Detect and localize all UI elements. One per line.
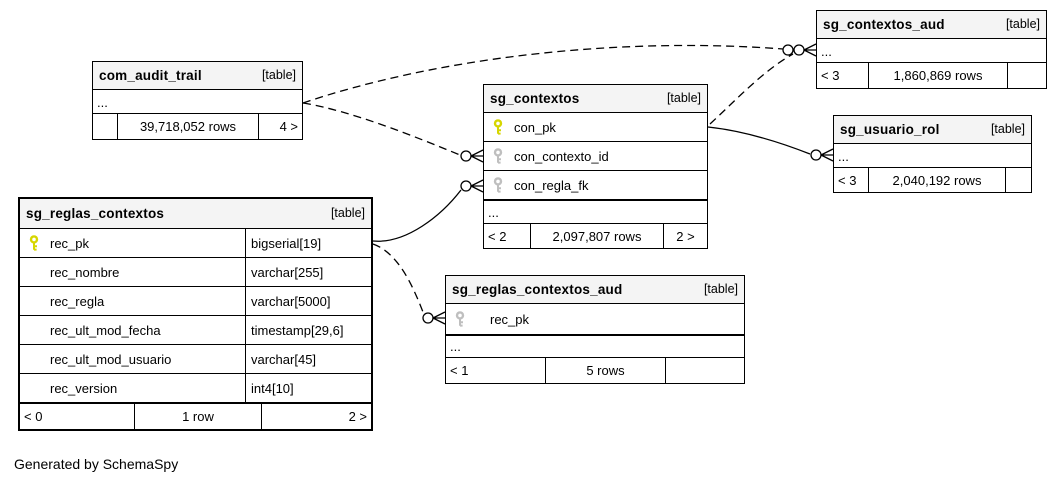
- column-name: rec_version: [50, 380, 118, 396]
- footer-right-cell: 2 >: [348, 409, 367, 424]
- table-sg_contextos_aud: sg_contextos_aud [table] ... < 3 1,860,8…: [816, 10, 1047, 89]
- footer-left-cell: < 2: [484, 224, 531, 248]
- row-count: 2,040,192 rows: [869, 168, 1006, 192]
- column-type: int4[10]: [245, 374, 371, 402]
- table-sg_reglas_contextos_aud: sg_reglas_contextos_aud [table] rec_pk .…: [445, 275, 745, 384]
- hidden-columns-ellipsis: ...: [817, 39, 1046, 63]
- table-footer: < 3 2,040,192 rows: [834, 168, 1031, 192]
- column-type: varchar[45]: [245, 345, 371, 373]
- table-name: sg_usuario_rol: [840, 121, 940, 137]
- footer-right-cell: 4 >: [279, 119, 298, 134]
- column-name: rec_pk: [490, 311, 530, 327]
- column-row: con_regla_fk: [484, 171, 707, 200]
- table-tag: [table]: [1005, 17, 1040, 32]
- table-footer: < 1 5 rows: [446, 358, 744, 383]
- table-name: com_audit_trail: [99, 67, 202, 83]
- row-count: 2,097,807 rows: [531, 224, 664, 248]
- relationship-com_audit_trail-sg_contextos: [302, 102, 461, 156]
- table-name: sg_contextos_aud: [823, 16, 945, 32]
- column-row: con_contexto_id: [484, 142, 707, 171]
- foreign-key-icon: [493, 177, 503, 193]
- footer-left-cell: [93, 114, 118, 139]
- footer-right-cell: 2 >: [676, 228, 695, 244]
- table-name: sg_reglas_contextos: [26, 205, 165, 221]
- column-row: rec_regla varchar[5000]: [20, 287, 371, 316]
- column-row: con_pk: [484, 113, 707, 142]
- footer-left-cell: < 3: [817, 63, 869, 88]
- column-row: rec_ult_mod_usuario varchar[45]: [20, 345, 371, 374]
- crowfoot-sg_contextos-con_regla_fk: [470, 179, 484, 193]
- hidden-columns-ellipsis: ...: [834, 144, 1031, 168]
- table-header-sg_contextos_aud[interactable]: sg_contextos_aud [table]: [817, 11, 1046, 39]
- column-type: varchar[255]: [245, 258, 371, 286]
- table-sg_contextos: sg_contextos [table] con_pk con_contexto…: [483, 84, 708, 249]
- table-com_audit_trail: com_audit_trail [table] ... 39,718,052 r…: [92, 61, 303, 140]
- column-name: rec_nombre: [50, 264, 120, 280]
- cardinality-circles: [422, 44, 822, 324]
- footer-right-cell: [1006, 168, 1031, 192]
- table-footer: < 3 1,860,869 rows: [817, 63, 1046, 88]
- table-header-com_audit_trail[interactable]: com_audit_trail [table]: [93, 62, 302, 90]
- generator-note: Generated by SchemaSpy: [14, 456, 179, 472]
- column-name: rec_ult_mod_fecha: [50, 322, 161, 338]
- footer-left-cell: < 1: [446, 358, 546, 383]
- column-row: rec_ult_mod_fecha timestamp[29,6]: [20, 316, 371, 345]
- table-sg_reglas_contextos: sg_reglas_contextos [table] rec_pk bigse…: [18, 197, 373, 431]
- relationship-sg_reglas_contextos-sg_contextos: [372, 189, 462, 242]
- foreign-key-icon: [493, 148, 503, 164]
- table-tag: [table]: [990, 122, 1025, 137]
- row-count: 1 row: [135, 404, 262, 429]
- primary-key-icon: [29, 235, 39, 251]
- row-count: 39,718,052 rows: [118, 114, 259, 139]
- table-sg_usuario_rol: sg_usuario_rol [table] ... < 3 2,040,192…: [833, 115, 1032, 193]
- column-name: con_pk: [514, 119, 556, 135]
- table-footer: 39,718,052 rows 4 >: [93, 114, 302, 139]
- column-row: rec_pk: [446, 304, 744, 335]
- hidden-columns-ellipsis: ...: [93, 90, 302, 114]
- table-footer: < 2 2,097,807 rows 2 >: [484, 224, 707, 248]
- table-footer: < 0 1 row 2 >: [20, 403, 371, 429]
- footer-right-cell: [1008, 63, 1046, 88]
- crowfoot-sg_contextos-con_contexto_id: [470, 149, 484, 163]
- column-type: timestamp[29,6]: [245, 316, 371, 344]
- column-name: rec_pk: [50, 235, 90, 251]
- column-name: rec_regla: [50, 293, 105, 309]
- crowfoot-sg_reglas_contextos_aud: [432, 311, 446, 325]
- column-row: rec_version int4[10]: [20, 374, 371, 403]
- foreign-key-icon: [455, 311, 465, 327]
- table-header-sg_reglas_contextos[interactable]: sg_reglas_contextos [table]: [20, 199, 371, 229]
- footer-left-cell: < 3: [834, 168, 869, 192]
- crowfoot-sg_contextos_aud: [803, 43, 817, 57]
- table-name: sg_contextos: [490, 90, 580, 106]
- footer-left-cell: < 0: [20, 404, 135, 429]
- row-count: 1,860,869 rows: [869, 63, 1008, 88]
- column-name: con_contexto_id: [514, 148, 609, 164]
- table-header-sg_reglas_contextos_aud[interactable]: sg_reglas_contextos_aud [table]: [446, 276, 744, 304]
- hidden-columns-ellipsis: ...: [484, 200, 707, 224]
- relationship-sg_contextos-sg_contextos_aud: [709, 53, 794, 125]
- table-name: sg_reglas_contextos_aud: [452, 281, 623, 297]
- crowfoot-sg_usuario_rol: [820, 148, 834, 162]
- table-header-sg_contextos[interactable]: sg_contextos [table]: [484, 85, 707, 113]
- column-row: rec_pk bigserial[19]: [20, 229, 371, 258]
- column-name: rec_ult_mod_usuario: [50, 351, 172, 367]
- column-row: rec_nombre varchar[255]: [20, 258, 371, 287]
- row-count: 5 rows: [546, 358, 666, 383]
- relationship-sg_reglas_contextos-sg_reglas_contextos_aud: [372, 243, 424, 313]
- table-header-sg_usuario_rol[interactable]: sg_usuario_rol [table]: [834, 116, 1031, 144]
- footer-right-cell: [666, 358, 744, 383]
- table-tag: [table]: [703, 282, 738, 297]
- primary-key-icon: [493, 119, 503, 135]
- relationship-com_audit_trail-sg_contextos_aud: [302, 44, 784, 104]
- relationship-sg_contextos-sg_usuario_rol: [707, 126, 811, 155]
- table-tag: [table]: [330, 206, 365, 221]
- table-tag: [table]: [666, 91, 701, 106]
- column-type: bigserial[19]: [245, 229, 371, 257]
- hidden-columns-ellipsis: ...: [446, 335, 744, 358]
- column-name: con_regla_fk: [514, 177, 589, 193]
- table-tag: [table]: [261, 68, 296, 83]
- column-type: varchar[5000]: [245, 287, 371, 315]
